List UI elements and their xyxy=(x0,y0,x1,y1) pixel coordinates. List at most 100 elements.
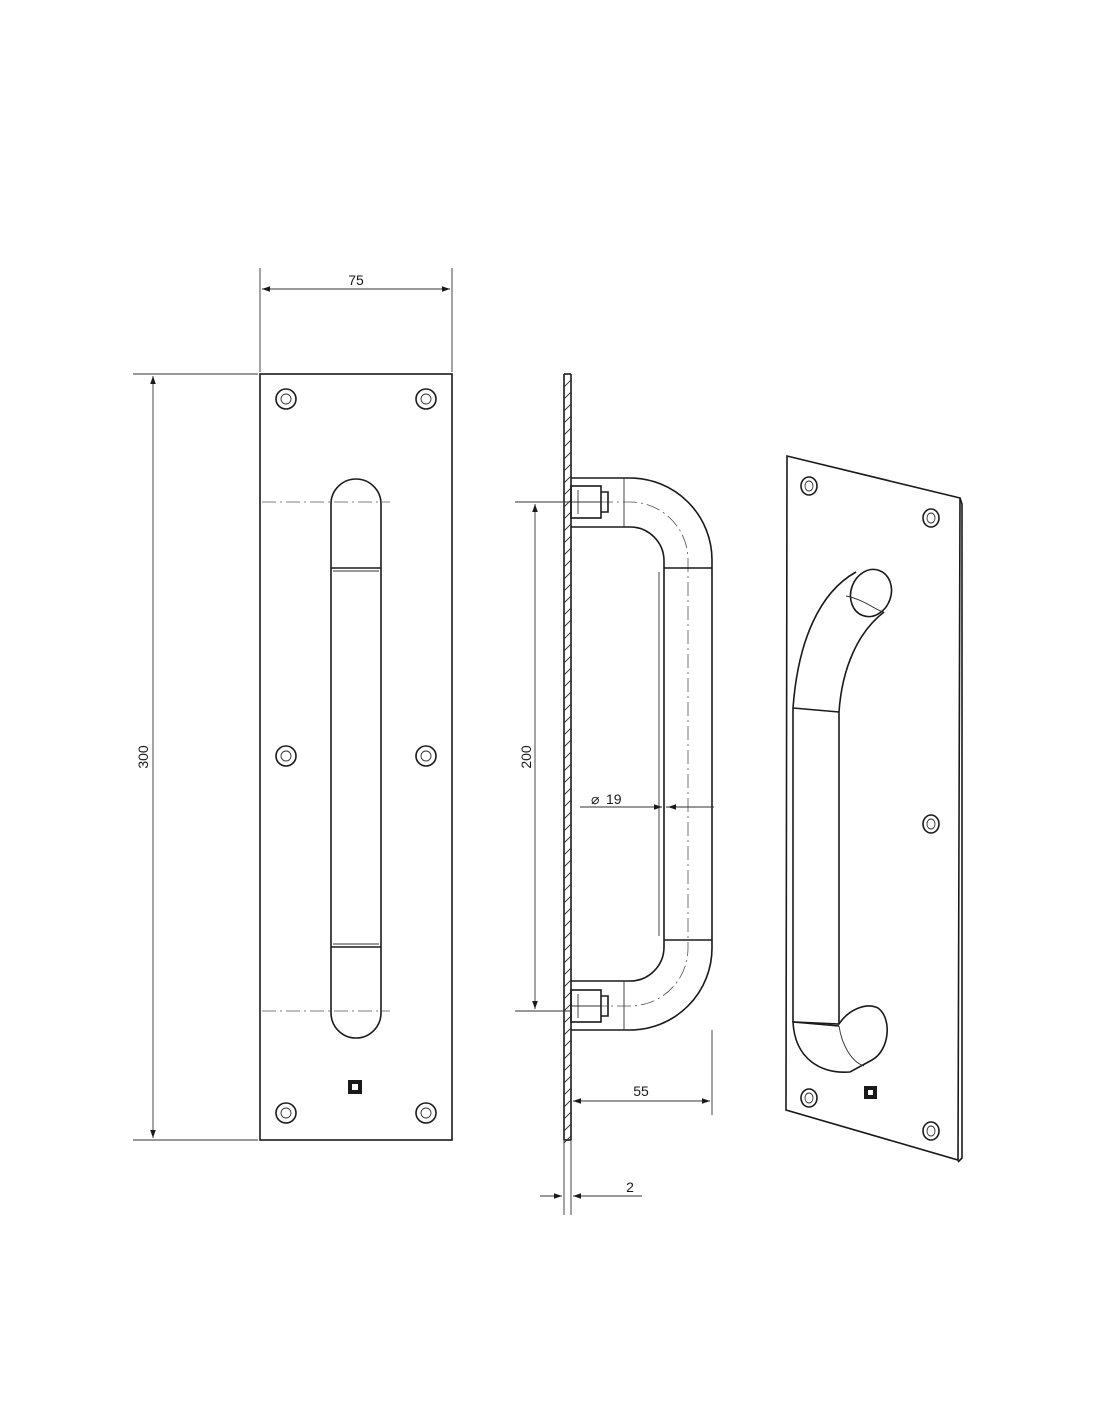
dimension-label-handle-projection: 55 xyxy=(633,1083,649,1099)
dimension-label-handle-centers: 200 xyxy=(518,745,534,769)
iso-plate-outline xyxy=(785,454,961,1162)
hatch-line xyxy=(563,691,572,700)
hatch-line xyxy=(563,871,572,880)
hatch-line xyxy=(563,751,572,760)
logo-mark-icon xyxy=(348,1080,362,1094)
iso-screw-holes xyxy=(800,476,940,1141)
hatch-line xyxy=(563,703,572,712)
hatch-line xyxy=(563,895,572,904)
dimension-label-plate-height: 300 xyxy=(135,745,151,769)
hatch-line xyxy=(563,391,572,400)
hatch-line xyxy=(563,499,572,508)
dimension-handle-projection: 55 xyxy=(573,1030,713,1115)
screw-hole xyxy=(800,476,818,496)
hatch-line xyxy=(563,619,572,628)
iso-handle-bottom-bend xyxy=(792,1005,888,1073)
iso-handle xyxy=(792,568,893,1073)
iso-handle-top-foot xyxy=(849,568,893,618)
dimension-handle-diameter: ⌀ 19 xyxy=(580,791,714,810)
hatch-line xyxy=(563,739,572,748)
hatch-line xyxy=(563,955,572,964)
hatch-line xyxy=(563,991,572,1000)
hatch-line xyxy=(563,919,572,928)
hatch-line xyxy=(563,859,572,868)
side-fixing-screw-bottom xyxy=(570,989,609,1023)
screw-hole xyxy=(922,1121,940,1141)
side-handle-centerline xyxy=(575,501,689,1007)
hatch-line xyxy=(563,415,572,424)
hatch-line xyxy=(563,715,572,724)
hatch-line xyxy=(563,835,572,844)
hatch-line xyxy=(563,907,572,916)
hatch-line xyxy=(563,475,572,484)
logo-mark-icon xyxy=(864,1086,877,1099)
hatch-line xyxy=(563,883,572,892)
front-screw-holes xyxy=(275,388,437,1124)
hatch-line xyxy=(563,403,572,412)
hatch-line xyxy=(563,979,572,988)
hatch-line xyxy=(563,1135,572,1144)
dimension-plate-height: 300 xyxy=(133,373,258,1141)
screw-hole xyxy=(415,1102,437,1124)
hatch-line xyxy=(563,1027,572,1036)
side-handle-inner xyxy=(571,526,665,982)
front-view: 75 300 xyxy=(133,268,453,1141)
hatch-line xyxy=(563,1111,572,1120)
hatch-line xyxy=(563,847,572,856)
hatch-line xyxy=(563,523,572,532)
diameter-symbol: ⌀ xyxy=(591,791,599,807)
dimension-label-plate-width: 75 xyxy=(348,272,364,288)
screw-hole xyxy=(922,814,940,834)
hatch-line xyxy=(563,451,572,460)
hatch-line xyxy=(563,1087,572,1096)
isometric-view xyxy=(785,454,963,1163)
hatch-line xyxy=(563,643,572,652)
dimension-handle-centers: 200 xyxy=(515,501,570,1012)
hatch-line xyxy=(563,763,572,772)
screw-hole xyxy=(922,508,940,528)
hatch-line xyxy=(563,511,572,520)
hatch-line xyxy=(563,595,572,604)
hatch-line xyxy=(563,655,572,664)
hatch-line xyxy=(563,463,572,472)
hatch-line xyxy=(563,571,572,580)
hatch-line xyxy=(563,811,572,820)
dimension-label-plate-thickness: 2 xyxy=(626,1179,634,1195)
hatch-line xyxy=(563,631,572,640)
screw-hole xyxy=(275,388,297,410)
hatch-line xyxy=(563,1063,572,1072)
hatch-line xyxy=(563,931,572,940)
side-view: 200 ⌀ 19 55 2 xyxy=(515,373,714,1215)
hatch-line xyxy=(563,559,572,568)
hatch-line xyxy=(563,1039,572,1048)
hatch-line xyxy=(563,547,572,556)
hatch-line xyxy=(563,679,572,688)
hatch-line xyxy=(563,1051,572,1060)
hatch-line xyxy=(563,667,572,676)
hatch-line xyxy=(563,799,572,808)
hatch-line xyxy=(563,583,572,592)
side-fixing-screw-top xyxy=(570,485,609,519)
hatch-line xyxy=(563,967,572,976)
hatch-line xyxy=(563,535,572,544)
dimension-plate-thickness: 2 xyxy=(540,1140,642,1215)
hatch-line xyxy=(563,1075,572,1084)
screw-hole xyxy=(800,1088,818,1108)
front-plate-outline xyxy=(259,373,453,1141)
side-plate-hatching xyxy=(563,379,572,1144)
hatch-line xyxy=(563,607,572,616)
front-handle-outline xyxy=(330,478,382,1039)
screw-hole xyxy=(415,388,437,410)
hatch-line xyxy=(563,1123,572,1132)
iso-handle-top-bend xyxy=(792,571,885,713)
hatch-line xyxy=(563,427,572,436)
hatch-line xyxy=(563,379,572,388)
screw-hole xyxy=(275,1102,297,1124)
side-handle-outer xyxy=(571,477,713,1031)
hatch-line xyxy=(563,727,572,736)
hatch-line xyxy=(563,487,572,496)
hatch-line xyxy=(563,1015,572,1024)
dimension-plate-width: 75 xyxy=(259,268,453,372)
hatch-line xyxy=(563,823,572,832)
